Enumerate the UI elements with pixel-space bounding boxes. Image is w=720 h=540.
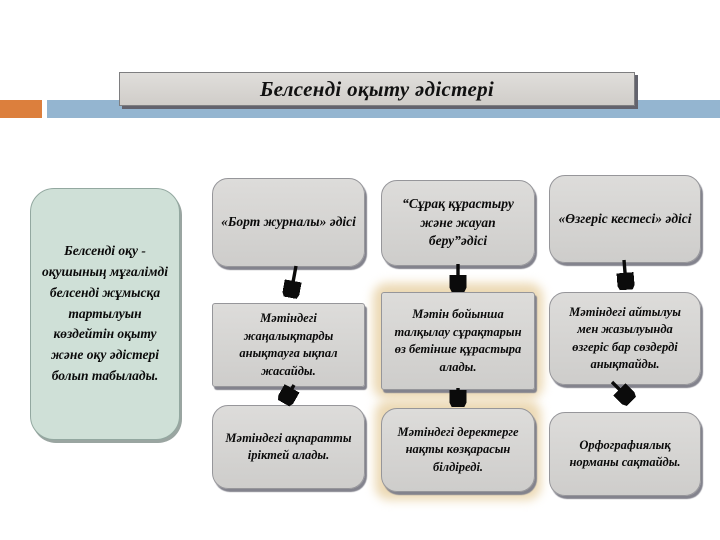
outcome-box: Орфографиялық норманы сақтайды. xyxy=(549,412,701,496)
method-box-label: “Сұрақ құрастыру және жауап беру”әдісі xyxy=(402,195,514,249)
outcome-box-label: Мәтіндегі деректерге нақты көзқарасын бі… xyxy=(397,424,519,474)
outcome-box-label: Мәтіндегі ақпаратты іріктей алады. xyxy=(225,430,352,463)
arrow-down-icon xyxy=(291,265,296,293)
slide-title: Белсенді оқыту әдістері xyxy=(259,76,495,101)
outcome-box-label: Орфографиялық норманы сақтайды. xyxy=(569,437,681,470)
outcome-box: Мәтіндегі айтылуы мен жазылуында өзгеріс… xyxy=(549,292,701,385)
arrow-down-icon xyxy=(624,259,626,285)
method-box-label: «Өзгеріс кестесі» әдісі xyxy=(558,210,692,226)
method-box-bort-zhurnaly: «Борт журналы» әдісі xyxy=(212,178,365,267)
arrow-down-icon xyxy=(286,385,294,399)
method-box-label: «Борт журналы» әдісі xyxy=(221,214,356,230)
outcome-box: Мәтіндегі деректерге нақты көзқарасын бі… xyxy=(381,408,535,492)
method-box-surak-kurastyru: “Сұрақ құрастыру және жауап беру”әдісі xyxy=(381,180,535,266)
outcome-box-label: Мәтіндегі айтылуы мен жазылуында өзгеріс… xyxy=(569,304,681,372)
outcome-box: Мәтін бойынша талқылау сұрақтарын өз бет… xyxy=(381,292,535,390)
outcome-box-label: Мәтін бойынша талқылау сұрақтарын өз бет… xyxy=(394,307,522,374)
outcome-box: Мәтіндегі ақпаратты іріктей алады. xyxy=(212,405,365,489)
accent-orange-bar xyxy=(0,100,42,118)
method-box-ozgeris-kestesi: «Өзгеріс кестесі» әдісі xyxy=(549,175,701,263)
outcome-box-label: Мәтіндегі жаңалықтарды анықтауға ықпал ж… xyxy=(239,311,338,378)
intro-definition-box: Белсенді оқу - оқушының мұғалімді белсен… xyxy=(30,188,180,440)
slide-title-box: Белсенді оқыту әдістері xyxy=(119,72,635,106)
outcome-box: Мәтіндегі жаңалықтарды анықтауға ықпал ж… xyxy=(212,303,365,387)
intro-definition-text: Белсенді оқу - оқушының мұғалімді белсен… xyxy=(41,242,169,384)
